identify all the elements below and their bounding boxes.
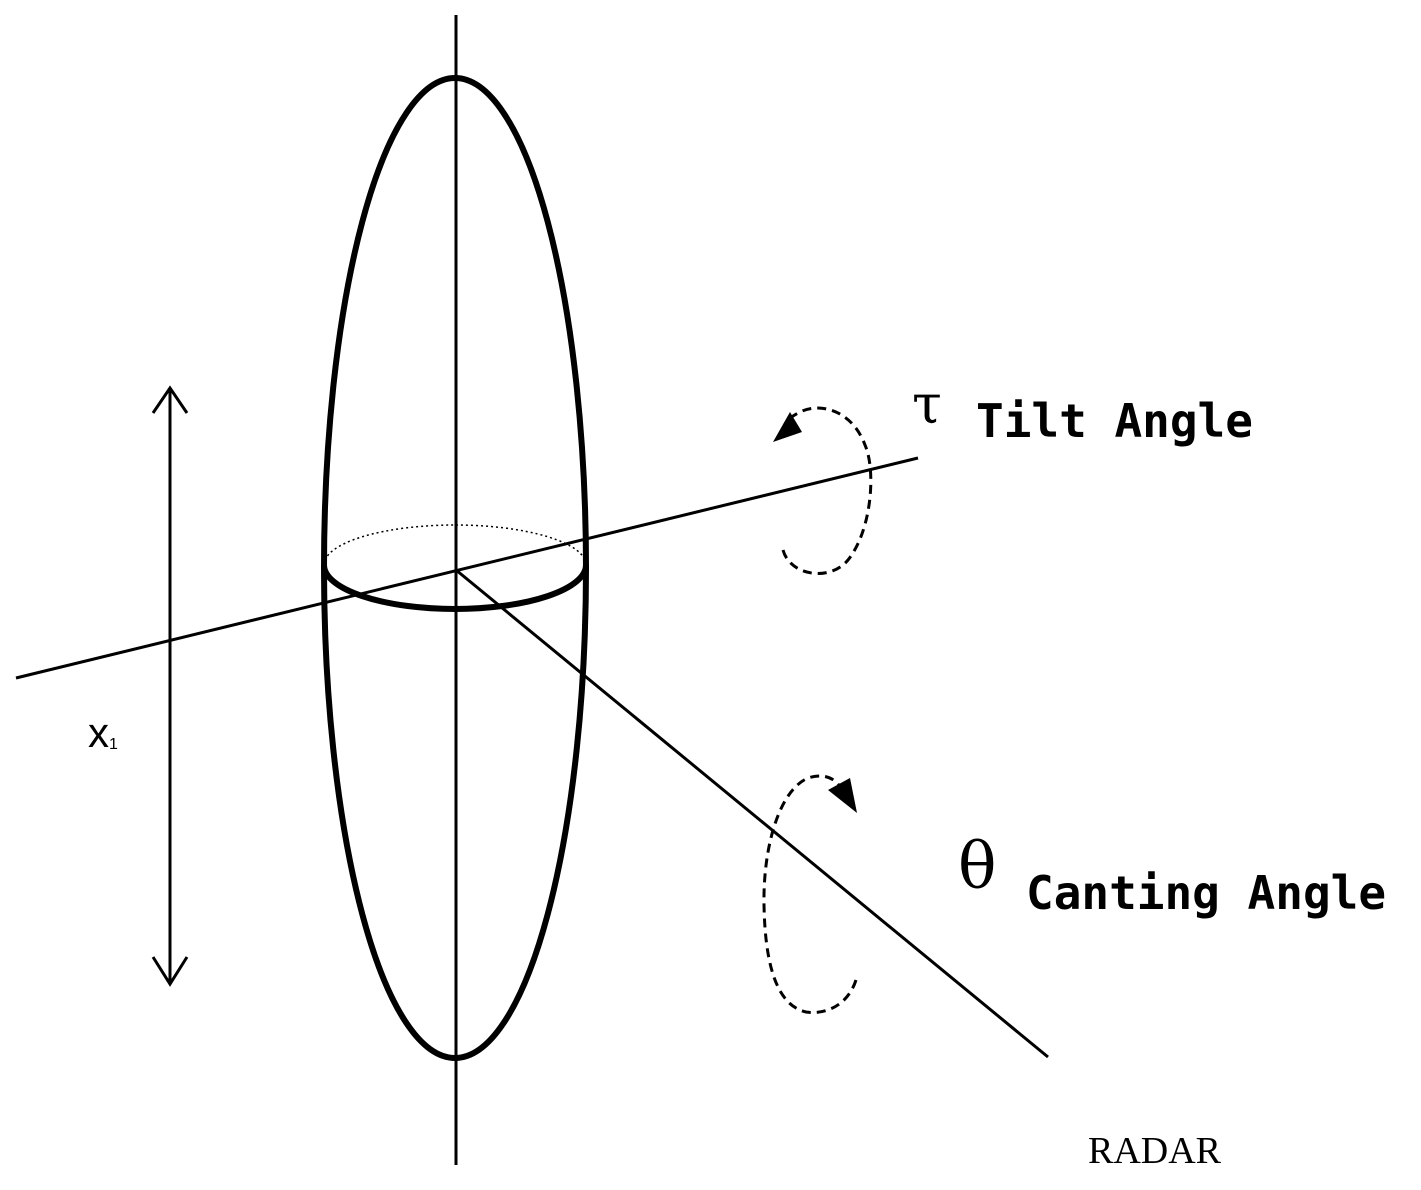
tilt-axis [15, 456, 919, 680]
canting-angle-label: Canting Angle [1026, 866, 1387, 920]
x1-label: x1 [88, 712, 118, 754]
theta-symbol: θ [958, 830, 997, 904]
canting-rotation-arrow [762, 774, 858, 1015]
x1-dimension-arrow [151, 385, 189, 987]
x1-subscript: 1 [109, 736, 118, 753]
cross-section-front [321, 564, 589, 612]
radar-line [455, 568, 1049, 1059]
tilt-rotation-arrow [773, 406, 873, 575]
tilt-angle-label: Tilt Angle [976, 394, 1253, 448]
radar-label: RADAR [1088, 1130, 1222, 1172]
x1-main: x [88, 709, 109, 756]
tau-symbol: τ [912, 373, 942, 436]
